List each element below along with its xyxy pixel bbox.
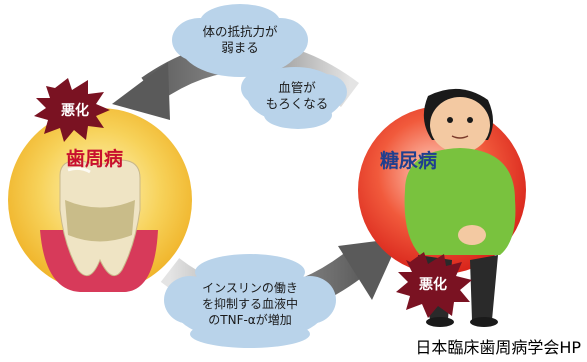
periodontal-label: 歯周病 [66, 148, 124, 170]
top-cloud-text-2: 血管が もろくなる [265, 80, 329, 111]
right-worsen-text: 悪化 [419, 277, 447, 293]
bottom-cloud-text: インスリンの働き を抑制する血液中 のTNF-αが増加 [201, 281, 298, 327]
left-worsen-burst [34, 78, 110, 142]
right-worsen-burst [396, 252, 472, 318]
top-cloud-text-1: 体の抵抗力が 弱まる [202, 24, 278, 55]
top-cloud [172, 4, 347, 129]
source-credit: 日本臨床歯周病学会HP [415, 338, 581, 357]
left-worsen-text: 悪化 [61, 103, 89, 119]
diabetes-label: 糖尿病 [380, 150, 438, 172]
bottom-cloud [164, 254, 336, 348]
tooth-illustration [40, 159, 158, 292]
